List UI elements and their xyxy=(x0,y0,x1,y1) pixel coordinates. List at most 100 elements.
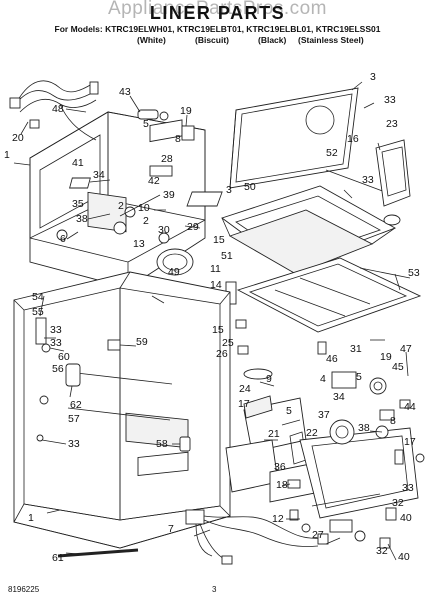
callout-16: 16 xyxy=(347,133,359,145)
callout-38b: 38 xyxy=(358,422,370,434)
callout-39: 39 xyxy=(163,189,175,201)
variant-stainless: (Stainless Steel) xyxy=(298,35,364,45)
callout-32b: 32 xyxy=(376,545,388,557)
callout-35: 35 xyxy=(72,198,84,210)
callout-15a: 15 xyxy=(213,234,225,246)
callout-4: 4 xyxy=(320,373,326,385)
callout-53: 53 xyxy=(408,267,420,279)
callout-34: 34 xyxy=(93,169,105,181)
control-housing xyxy=(299,371,425,549)
variant-biscuit: (Biscuit) xyxy=(195,35,229,45)
callout-46: 46 xyxy=(326,353,338,365)
models-line: For Models: KTRC19ELWH01, KTRC19ELBT01, … xyxy=(54,24,381,34)
callout-26: 26 xyxy=(216,348,228,360)
callout-6: 6 xyxy=(60,233,66,245)
callout-33f: 33 xyxy=(68,438,80,450)
rod-53 xyxy=(359,267,411,279)
callout-62: 62 xyxy=(70,399,82,411)
callout-40b: 40 xyxy=(398,551,410,563)
callout-54: 54 xyxy=(32,291,44,303)
callout-29: 29 xyxy=(187,221,199,233)
callout-20: 20 xyxy=(12,132,24,144)
callout-8: 8 xyxy=(175,133,181,145)
header: AppliancePartsPros.com LINER PARTS For M… xyxy=(0,0,435,48)
callout-7: 7 xyxy=(168,523,174,535)
callout-45: 45 xyxy=(392,361,404,373)
callout-33e: 33 xyxy=(50,337,62,349)
callout-15b: 15 xyxy=(212,324,224,336)
leader-lines xyxy=(13,81,409,561)
callout-21: 21 xyxy=(268,428,280,440)
callout-59: 59 xyxy=(136,336,148,348)
callout-11: 11 xyxy=(210,263,221,275)
callout-25: 25 xyxy=(222,337,234,349)
callout-33a: 33 xyxy=(384,94,396,106)
variant-black: (Black) xyxy=(258,35,287,45)
callout-1-top: 1 xyxy=(4,149,10,161)
callout-23: 23 xyxy=(386,118,398,130)
callout-33d: 33 xyxy=(50,324,62,336)
page-number: 3 xyxy=(212,585,217,594)
callout-13: 13 xyxy=(133,238,145,250)
callout-10: 10 xyxy=(138,202,150,214)
callout-31: 31 xyxy=(350,343,362,355)
callout-44: 44 xyxy=(404,401,416,413)
doc-number: 8196225 xyxy=(8,585,40,594)
callout-22: 22 xyxy=(306,427,318,439)
exploded-parts-diagram: 20 48 43 19 5 8 1 41 28 34 42 39 35 2 10… xyxy=(4,71,425,565)
variant-white: (White) xyxy=(137,35,166,45)
small-parts-upper xyxy=(69,109,237,305)
callout-52: 52 xyxy=(326,147,338,159)
callout-50: 50 xyxy=(244,181,256,193)
callout-3-top: 3 xyxy=(370,71,376,83)
callout-58: 58 xyxy=(156,438,168,450)
fresh-food-liner xyxy=(13,271,231,549)
callout-2b: 2 xyxy=(143,215,149,227)
wire-harness-bottom xyxy=(185,509,329,565)
callout-27: 27 xyxy=(312,529,324,541)
callout-41: 41 xyxy=(72,157,84,169)
callout-18: 18 xyxy=(276,479,288,491)
callout-33c: 33 xyxy=(402,482,414,494)
page-title: LINER PARTS xyxy=(149,3,286,23)
wire-harness-top xyxy=(9,80,99,141)
rear-panel xyxy=(229,87,359,189)
callout-56: 56 xyxy=(52,363,64,375)
control-components xyxy=(35,317,191,452)
callout-55: 55 xyxy=(32,306,44,318)
callout-19: 19 xyxy=(180,105,192,117)
callout-5c: 5 xyxy=(286,405,292,417)
callout-30: 30 xyxy=(158,224,170,236)
callout-24: 24 xyxy=(239,383,251,395)
callout-60: 60 xyxy=(58,351,70,363)
callout-5: 5 xyxy=(143,118,149,130)
callout-48: 48 xyxy=(52,103,64,115)
callout-9: 9 xyxy=(266,373,272,385)
callout-38: 38 xyxy=(76,213,88,225)
callout-42: 42 xyxy=(148,175,160,187)
callout-32a: 32 xyxy=(392,497,404,509)
callout-17b: 17 xyxy=(404,436,416,448)
callout-36: 36 xyxy=(274,461,286,473)
rod-2 xyxy=(119,194,161,217)
callout-51a: 51 xyxy=(221,250,233,262)
callout-5b: 5 xyxy=(356,371,362,383)
callout-43: 43 xyxy=(119,86,131,98)
callout-47: 47 xyxy=(400,343,412,355)
damper-housing xyxy=(375,139,411,226)
callout-19b: 19 xyxy=(380,351,392,363)
misc-small-parts xyxy=(235,319,381,542)
callout-28: 28 xyxy=(161,153,173,165)
callout-40: 40 xyxy=(400,512,412,524)
callout-2a: 2 xyxy=(118,200,124,212)
callout-17: 17 xyxy=(238,398,250,410)
callout-34b: 34 xyxy=(333,391,345,403)
callout-1-bottom: 1 xyxy=(28,512,34,524)
callout-14: 14 xyxy=(210,279,222,291)
trim-strip xyxy=(57,548,139,558)
callout-labels: 20 48 43 19 5 8 1 41 28 34 42 39 35 2 10… xyxy=(4,71,420,564)
callout-33b: 33 xyxy=(362,174,374,186)
crisper-drawer xyxy=(186,185,397,275)
callout-57: 57 xyxy=(68,413,80,425)
callout-49: 49 xyxy=(168,266,180,278)
